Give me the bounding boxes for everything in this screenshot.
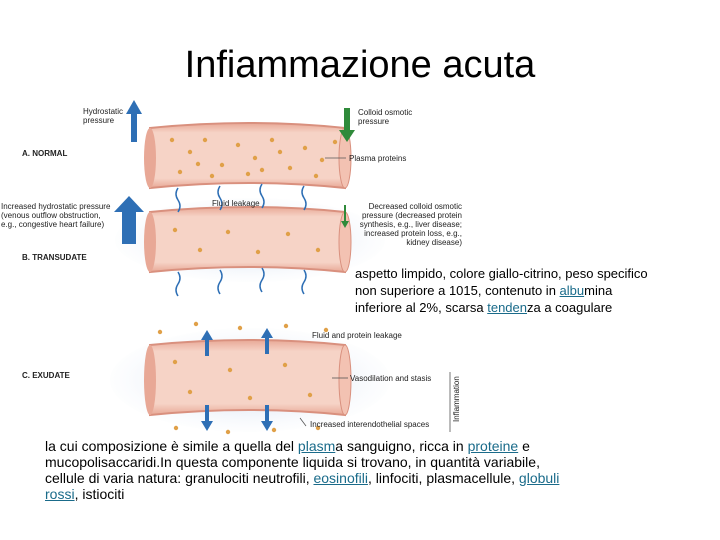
p2-link-plasma[interactable]: plasm bbox=[297, 438, 336, 454]
label-vasodilation: Vasodilation and stasis bbox=[350, 374, 432, 383]
edema-diagram bbox=[110, 100, 451, 435]
section-a-title: A. NORMAL bbox=[22, 149, 68, 158]
label-plasma-proteins: Plasma proteins bbox=[349, 154, 407, 163]
label-fluid-protein: Fluid and protein leakage bbox=[312, 331, 402, 340]
p2-link-eosinofili[interactable]: eosinofili bbox=[313, 470, 368, 486]
vessel-transudate bbox=[144, 206, 352, 274]
p1-link-tenden[interactable]: tenden bbox=[487, 300, 527, 315]
p2-link-proteine[interactable]: proteine bbox=[467, 438, 519, 454]
p2-text-c: a sanguigno, ricca in bbox=[335, 438, 468, 454]
section-b-title: B. TRANSUDATE bbox=[22, 253, 87, 262]
colloid-arrow-b bbox=[341, 205, 349, 228]
p2-text-g: , linfociti, plasmacellule, bbox=[367, 470, 519, 486]
label-colloid: Colloid osmotic pressure bbox=[358, 108, 413, 126]
p1-text-a: aspetto limpido, colore giallo-citrino, … bbox=[355, 266, 648, 298]
p1-text-f: za a coagulare bbox=[527, 300, 613, 315]
p2-link-globuli-rossi[interactable]: globuli rossi bbox=[45, 470, 560, 502]
p1-text-c: mina bbox=[584, 283, 613, 298]
p1-link-albu[interactable]: albu bbox=[559, 283, 585, 298]
hydrostatic-arrow-b bbox=[114, 196, 144, 244]
p2-text-e: e mucopolisaccaridi.In questa componente… bbox=[45, 438, 540, 486]
p1-text-d: inferiore al 2%, scarsa bbox=[355, 300, 488, 315]
p2-text-a: la cui composizione è simile a quella de… bbox=[45, 438, 298, 454]
section-c-title: C. EXUDATE bbox=[22, 371, 70, 380]
vessel-exudate bbox=[144, 339, 352, 417]
p2-text-i: , istiociti bbox=[74, 486, 125, 502]
vessel-normal bbox=[144, 122, 352, 190]
hydrostatic-arrow-a bbox=[126, 100, 142, 142]
colloid-arrow-a bbox=[339, 108, 355, 142]
label-decreased-colloid: Decreased colloid osmotic pressure (decr… bbox=[359, 202, 462, 247]
label-interendothelial: Increased interendothelial spaces bbox=[310, 420, 430, 429]
label-inflammation: Inflammation bbox=[452, 376, 461, 422]
exudate-description: la cui composizione è simile a quella de… bbox=[45, 438, 565, 502]
transudate-description: aspetto limpido, colore giallo-citrino, … bbox=[355, 265, 655, 316]
page-title: Infiammazione acuta bbox=[184, 44, 536, 86]
label-hydrostatic: Hydrostatic pressure bbox=[83, 107, 124, 125]
label-increased-hydrostatic: Increased hydrostatic pressure (venous o… bbox=[1, 202, 111, 229]
label-fluid-leakage: Fluid leakage bbox=[212, 199, 260, 208]
